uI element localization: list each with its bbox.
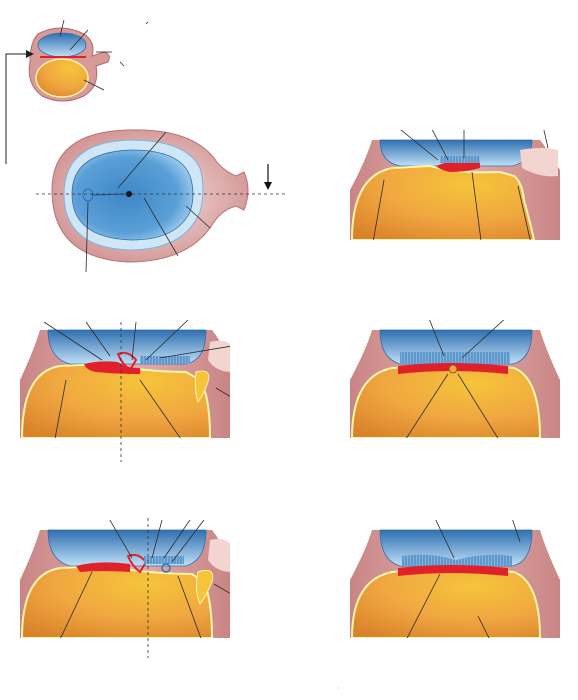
section-panel-stage-5 [350,520,560,638]
overview-small-embryo [28,19,149,102]
section-panel-stage-3 [350,320,560,438]
embryonic-disc-dorsal-view [36,129,286,273]
section-panel-stage-2 [20,320,230,438]
overview-arrow [5,50,34,164]
section-panel-stage-4 [20,520,230,638]
section-panel-stage-1 [350,130,560,240]
